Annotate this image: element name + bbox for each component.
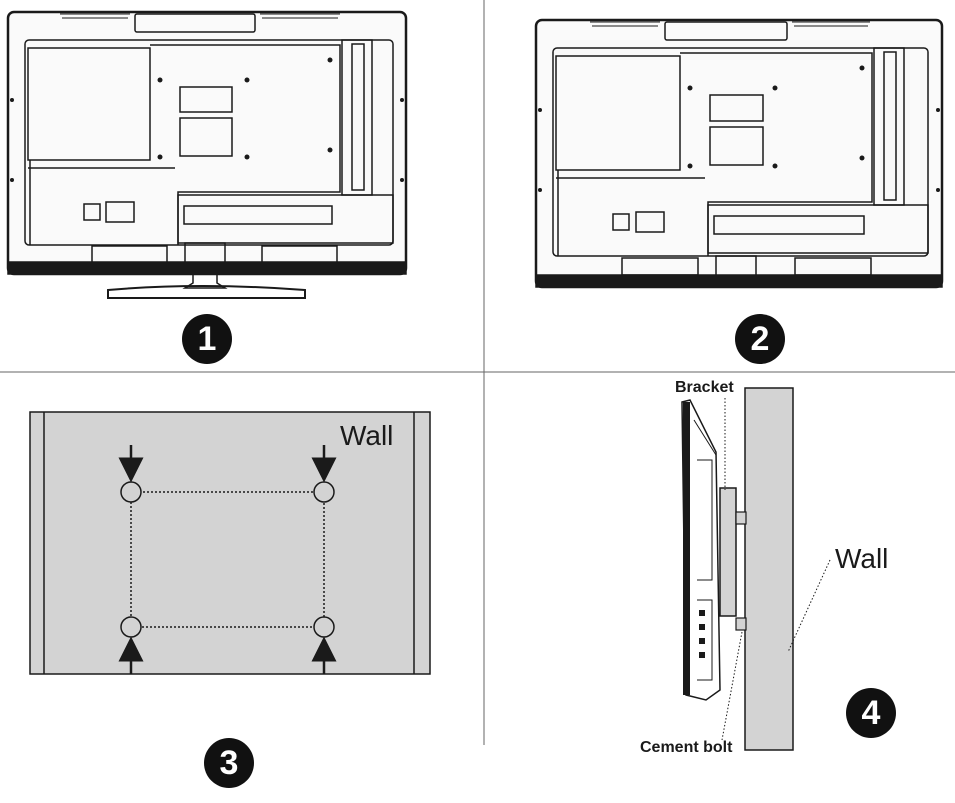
drill-hole [120,481,142,503]
tv-side-profile [681,399,721,701]
drill-hole [120,616,142,638]
wall-section [744,387,794,751]
mounting-pattern-outline [130,491,325,628]
wall-surface [29,411,431,675]
tv-back-without-stand [534,18,944,289]
step-2-badge: 2 [735,314,785,364]
step-1-badge: 1 [182,314,232,364]
tv-back-with-stand [6,10,408,299]
bolt-spacer [735,511,747,525]
wall-label-step-3: Wall [340,420,394,451]
drill-hole [313,481,335,503]
step-4-badge: 4 [846,688,896,738]
bolt-spacer [735,617,747,631]
wall-drilling-diagram [29,411,431,675]
cement-bolt-leader-line [721,631,743,741]
drill-hole [313,616,335,638]
step-3-badge: 3 [204,738,254,788]
wall-leader-line [787,559,831,653]
wall-label-step-4: Wall [835,543,889,574]
cement-bolt-label: Cement bolt [640,739,733,756]
bracket-plate [719,487,737,617]
bracket-label: Bracket [675,379,734,396]
side-view-mounted [681,387,831,751]
